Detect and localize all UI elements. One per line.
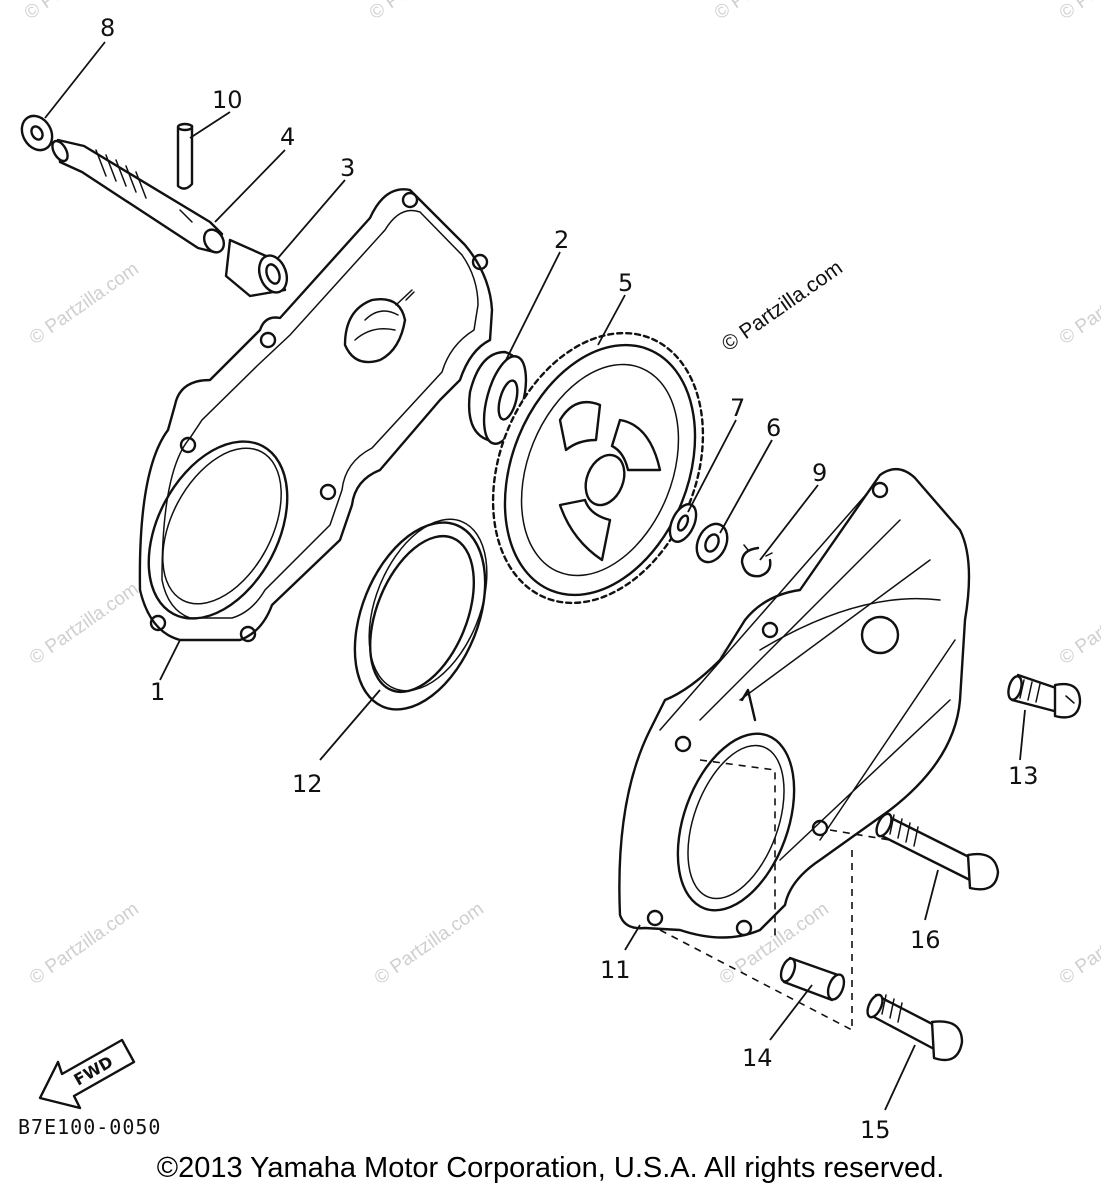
part-labels: 8 10 4 3 2 5 7 6 9 1 12 13 16 11 14 15 <box>100 14 1039 1144</box>
label-part-14: 14 <box>742 1044 773 1072</box>
watermark: © Partzilla.com <box>26 578 143 669</box>
label-part-13: 13 <box>1008 762 1039 790</box>
label-part-4: 4 <box>280 123 295 151</box>
fwd-arrow: FWD <box>38 1038 136 1110</box>
watermark: © Partzilla.com <box>1056 0 1101 24</box>
label-part-8: 8 <box>100 14 115 42</box>
part-1-housing-cover <box>138 188 494 643</box>
watermark: © Partzilla.com <box>1056 898 1101 989</box>
label-part-11: 11 <box>600 956 631 984</box>
label-part-9: 9 <box>812 459 827 487</box>
label-part-7: 7 <box>730 394 745 422</box>
diagram-code: B7E100-0050 <box>18 1115 161 1139</box>
watermark: © Partzilla.com <box>711 0 828 24</box>
watermark: © Partzilla.com <box>1056 258 1101 349</box>
part-8-washer <box>20 114 54 152</box>
label-part-10: 10 <box>212 86 243 114</box>
part-12-seal <box>353 518 488 711</box>
part-9-circlip <box>740 544 773 578</box>
part-16-bolt <box>875 812 1000 891</box>
label-part-5: 5 <box>618 269 633 297</box>
watermark: © Partzilla.com <box>366 0 483 24</box>
label-part-15: 15 <box>860 1116 891 1144</box>
part-15-bolt <box>866 993 964 1062</box>
watermark-dark: © Partzilla.com <box>718 256 847 356</box>
part-6-washer <box>695 522 729 564</box>
label-part-1: 1 <box>150 678 165 706</box>
part-10-pin <box>176 122 194 190</box>
label-part-16: 16 <box>910 926 941 954</box>
label-part-3: 3 <box>340 154 355 182</box>
part-11-outer-cover <box>618 468 971 939</box>
part-5-gear <box>491 331 705 605</box>
label-part-12: 12 <box>292 770 323 798</box>
watermark: © Partzilla.com <box>21 0 138 24</box>
assembly-lines <box>659 759 891 1031</box>
part-4-shaft <box>51 138 226 254</box>
label-part-2: 2 <box>554 226 569 254</box>
watermark: © Partzilla.com <box>1056 578 1101 669</box>
watermark: © Partzilla.com <box>26 258 143 349</box>
watermark: © Partzilla.com <box>26 898 143 989</box>
part-14-dowel <box>779 956 846 1002</box>
copyright-notice: ©2013 Yamaha Motor Corporation, U.S.A. A… <box>156 1152 945 1184</box>
part-3-bushing <box>224 238 289 298</box>
watermark: © Partzilla.com <box>371 898 488 989</box>
label-part-6: 6 <box>766 414 781 442</box>
part-13-bolt <box>1007 673 1082 719</box>
leader-lines <box>44 41 1026 1111</box>
